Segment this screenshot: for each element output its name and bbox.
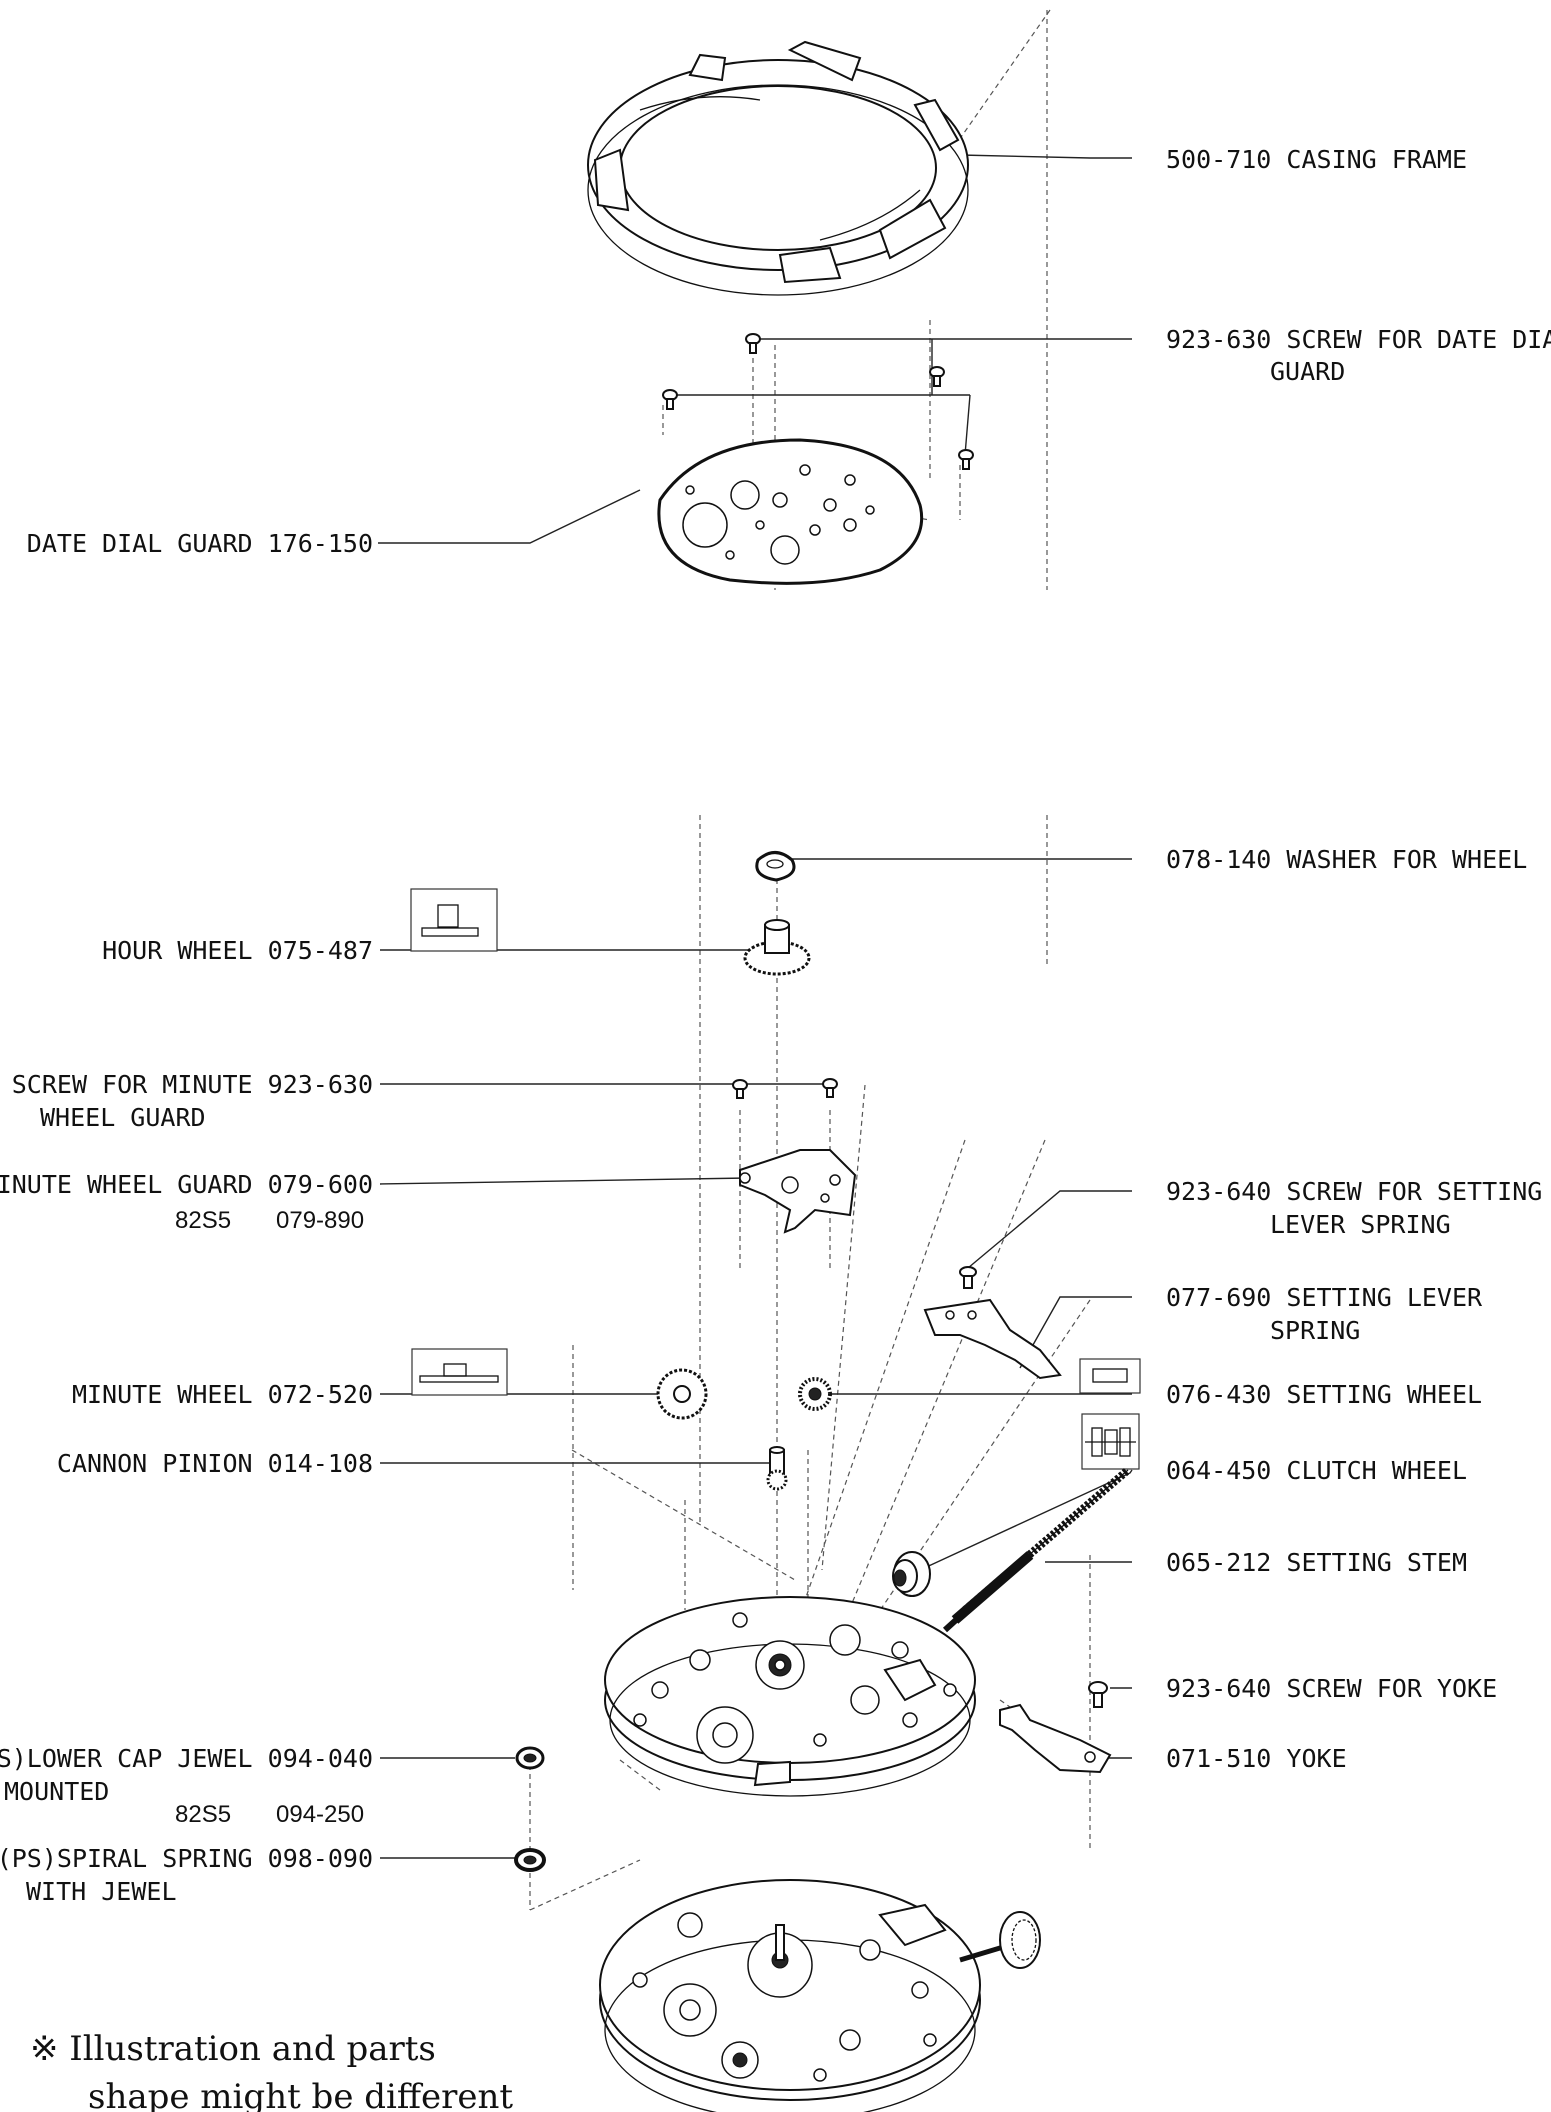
screw-setting-lever-spring-label-line2: LEVER SPRING <box>1270 1210 1451 1239</box>
lower-cap-jewel-part <box>515 1746 545 1770</box>
screw-date-dial-guard-label-line2: GUARD <box>1270 357 1345 386</box>
washer-for-wheel-label: 078-140 WASHER FOR WHEEL <box>1166 845 1527 874</box>
lower-cap-jewel-label-line2: MOUNTED <box>4 1777 109 1806</box>
clutch-wheel-label: 064-450 CLUTCH WHEEL <box>1166 1456 1467 1485</box>
lower-cap-jewel-variant-code: 094-250 <box>276 1801 364 1828</box>
yoke-label: 071-510 YOKE <box>1166 1744 1347 1773</box>
minute-wheel-guard-variant-code: 079-890 <box>276 1207 364 1234</box>
clutch-wheel-part <box>892 1551 931 1597</box>
spiral-spring-part <box>514 1848 546 1872</box>
cannon-pinion-part <box>766 1446 788 1491</box>
screw-for-yoke-label: 923-640 SCREW FOR YOKE <box>1166 1674 1497 1703</box>
setting-wheel-label: 076-430 SETTING WHEEL <box>1166 1380 1482 1409</box>
setting-lever-spring-part <box>923 1298 1062 1380</box>
clutch-wheel-inset <box>1081 1413 1140 1470</box>
setting-lever-spring-screw <box>959 1266 977 1289</box>
cannon-pinion-label: CANNON PINION 014-108 <box>57 1449 373 1478</box>
setting-lever-spring-label: 077-690 SETTING LEVER <box>1166 1283 1483 1312</box>
screw-minute-wheel-guard-label-line2: WHEEL GUARD <box>40 1103 206 1132</box>
minute-wheel-guard-variant-model: 82S5 <box>175 1207 231 1234</box>
minute-wheel-label: MINUTE WHEEL 072-520 <box>72 1380 373 1409</box>
date-dial-guard-screws <box>662 333 974 470</box>
yoke-screw <box>1088 1681 1108 1708</box>
illustration-note: ※ Illustration and parts shape might be … <box>30 2029 513 2112</box>
casing-frame-part <box>587 40 969 296</box>
minute-wheel-guard-screws <box>732 1078 838 1099</box>
setting-wheel-inset <box>1079 1358 1141 1394</box>
screw-minute-wheel-guard-label: SCREW FOR MINUTE 923-630 <box>12 1070 373 1099</box>
hour-wheel-inset <box>410 888 498 952</box>
minute-wheel-guard-part <box>739 1149 857 1234</box>
spiral-spring-label-line2: WITH JEWEL <box>26 1877 177 1906</box>
minute-wheel-inset <box>411 1348 508 1396</box>
lower-cap-jewel-variant-model: 82S5 <box>175 1801 231 1828</box>
hour-wheel-label: HOUR WHEEL 075-487 <box>102 936 373 965</box>
setting-stem-label: 065-212 SETTING STEM <box>1166 1548 1467 1577</box>
washer-for-wheel-part <box>755 851 796 882</box>
screw-setting-lever-spring-label: 923-640 SCREW FOR SETTING <box>1166 1177 1542 1206</box>
movement-plate-part <box>604 1596 976 1797</box>
hour-wheel-part <box>743 919 811 976</box>
setting-wheel-part <box>798 1377 832 1411</box>
minute-wheel-part <box>656 1368 708 1420</box>
minute-wheel-guard-label: MINUTE WHEEL GUARD 079-600 <box>0 1170 373 1199</box>
lower-cap-jewel-label: (PS)LOWER CAP JEWEL 094-040 <box>0 1744 373 1773</box>
note-line1: ※ Illustration and parts <box>30 2029 436 2069</box>
setting-lever-spring-label-line2: SPRING <box>1270 1316 1360 1345</box>
note-line2: shape might be different <box>88 2077 513 2112</box>
date-dial-guard-part <box>657 438 924 585</box>
screw-date-dial-guard-label: 923-630 SCREW FOR DATE DIAL <box>1166 325 1551 354</box>
date-dial-guard-label: DATE DIAL GUARD 176-150 <box>27 529 373 558</box>
leader-lines <box>378 154 1133 1859</box>
complete-movement-part <box>599 1879 1041 2112</box>
setting-stem-part <box>942 1466 1131 1633</box>
spiral-spring-label: (PS)SPIRAL SPRING 098-090 <box>0 1844 373 1873</box>
yoke-part <box>999 1703 1112 1774</box>
part-labels: 500-710 CASING FRAME 923-630 SCREW FOR D… <box>0 145 1551 1906</box>
casing-frame-label: 500-710 CASING FRAME <box>1166 145 1467 174</box>
